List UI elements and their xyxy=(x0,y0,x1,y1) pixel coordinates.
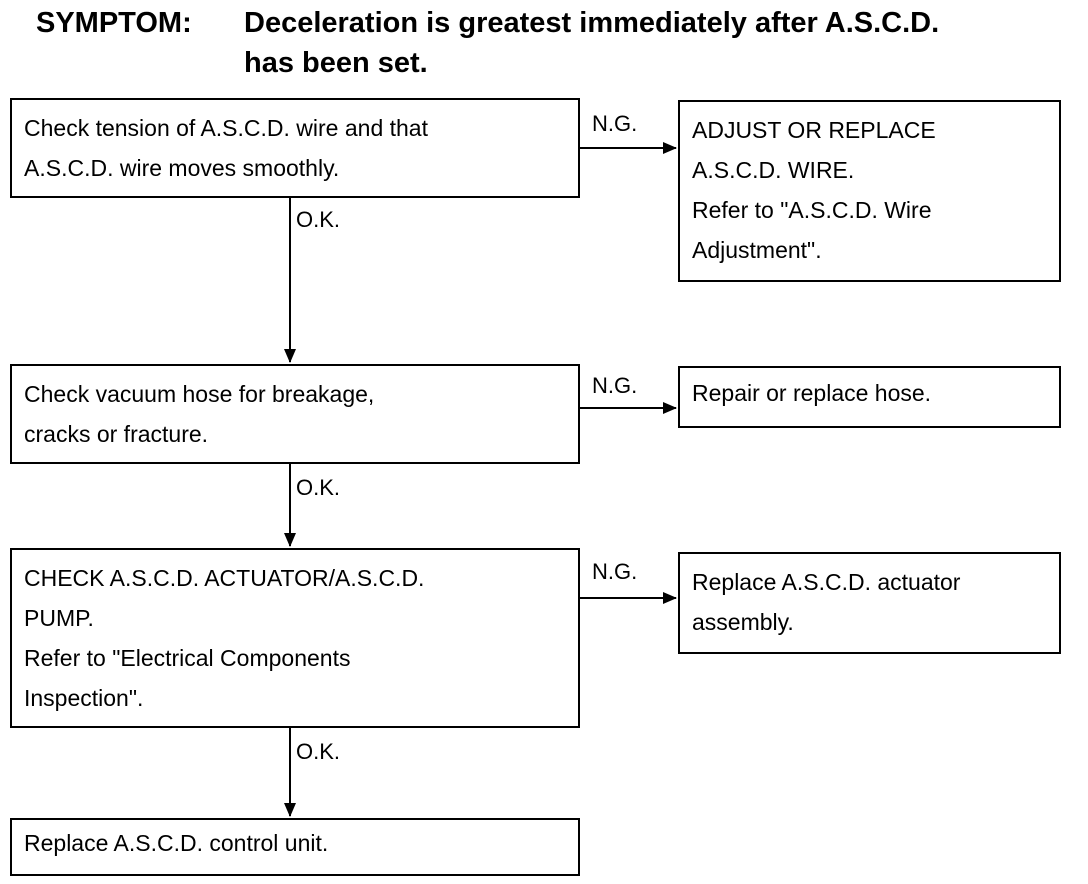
check-box-wire-tension: Check tension of A.S.C.D. wire and that … xyxy=(10,98,580,198)
check-text-line: CHECK A.S.C.D. ACTUATOR/A.S.C.D. xyxy=(24,565,425,591)
remedy-text-line: Repair or replace hose. xyxy=(692,380,932,406)
check-text-line: Inspection". xyxy=(24,685,144,711)
check-text-line: Refer to "Electrical Components xyxy=(24,645,351,671)
remedy-box-replace-hose: Repair or replace hose. xyxy=(678,366,1061,428)
check-text-line: A.S.C.D. wire moves smoothly. xyxy=(24,155,340,181)
remedy-text-line: Replace A.S.C.D. actuator xyxy=(692,569,961,595)
final-text-line: Replace A.S.C.D. control unit. xyxy=(24,830,329,856)
check-text-line: cracks or fracture. xyxy=(24,421,209,447)
remedy-box-adjust-wire: ADJUST OR REPLACE A.S.C.D. WIRE. Refer t… xyxy=(678,100,1061,282)
ok-label-1: O.K. xyxy=(296,207,341,232)
check-box-actuator-pump: CHECK A.S.C.D. ACTUATOR/A.S.C.D. PUMP. R… xyxy=(10,548,580,728)
remedy-box-replace-actuator: Replace A.S.C.D. actuator assembly. xyxy=(678,552,1061,654)
symptom-title-line-1: Deceleration is greatest immediately aft… xyxy=(244,7,940,39)
check-text-line: Check vacuum hose for breakage, xyxy=(24,381,375,407)
remedy-text-line: assembly. xyxy=(692,609,794,635)
symptom-title-line-2: has been set. xyxy=(244,47,428,79)
remedy-text-line: ADJUST OR REPLACE xyxy=(692,117,936,143)
symptom-label: SYMPTOM: xyxy=(36,7,192,39)
check-text-line: Check tension of A.S.C.D. wire and that xyxy=(24,115,428,141)
remedy-text-line: A.S.C.D. WIRE. xyxy=(692,157,855,183)
check-box-vacuum-hose: Check vacuum hose for breakage, cracks o… xyxy=(10,364,580,464)
ng-label-3: N.G. xyxy=(592,559,638,584)
check-text-line: PUMP. xyxy=(24,605,94,631)
ok-label-2: O.K. xyxy=(296,475,341,500)
ok-label-3: O.K. xyxy=(296,739,341,764)
final-box-replace-control-unit: Replace A.S.C.D. control unit. xyxy=(10,818,580,876)
remedy-text-line: Adjustment". xyxy=(692,237,822,263)
remedy-text-line: Refer to "A.S.C.D. Wire xyxy=(692,197,932,223)
ng-label-2: N.G. xyxy=(592,373,638,398)
ng-label-1: N.G. xyxy=(592,111,638,136)
